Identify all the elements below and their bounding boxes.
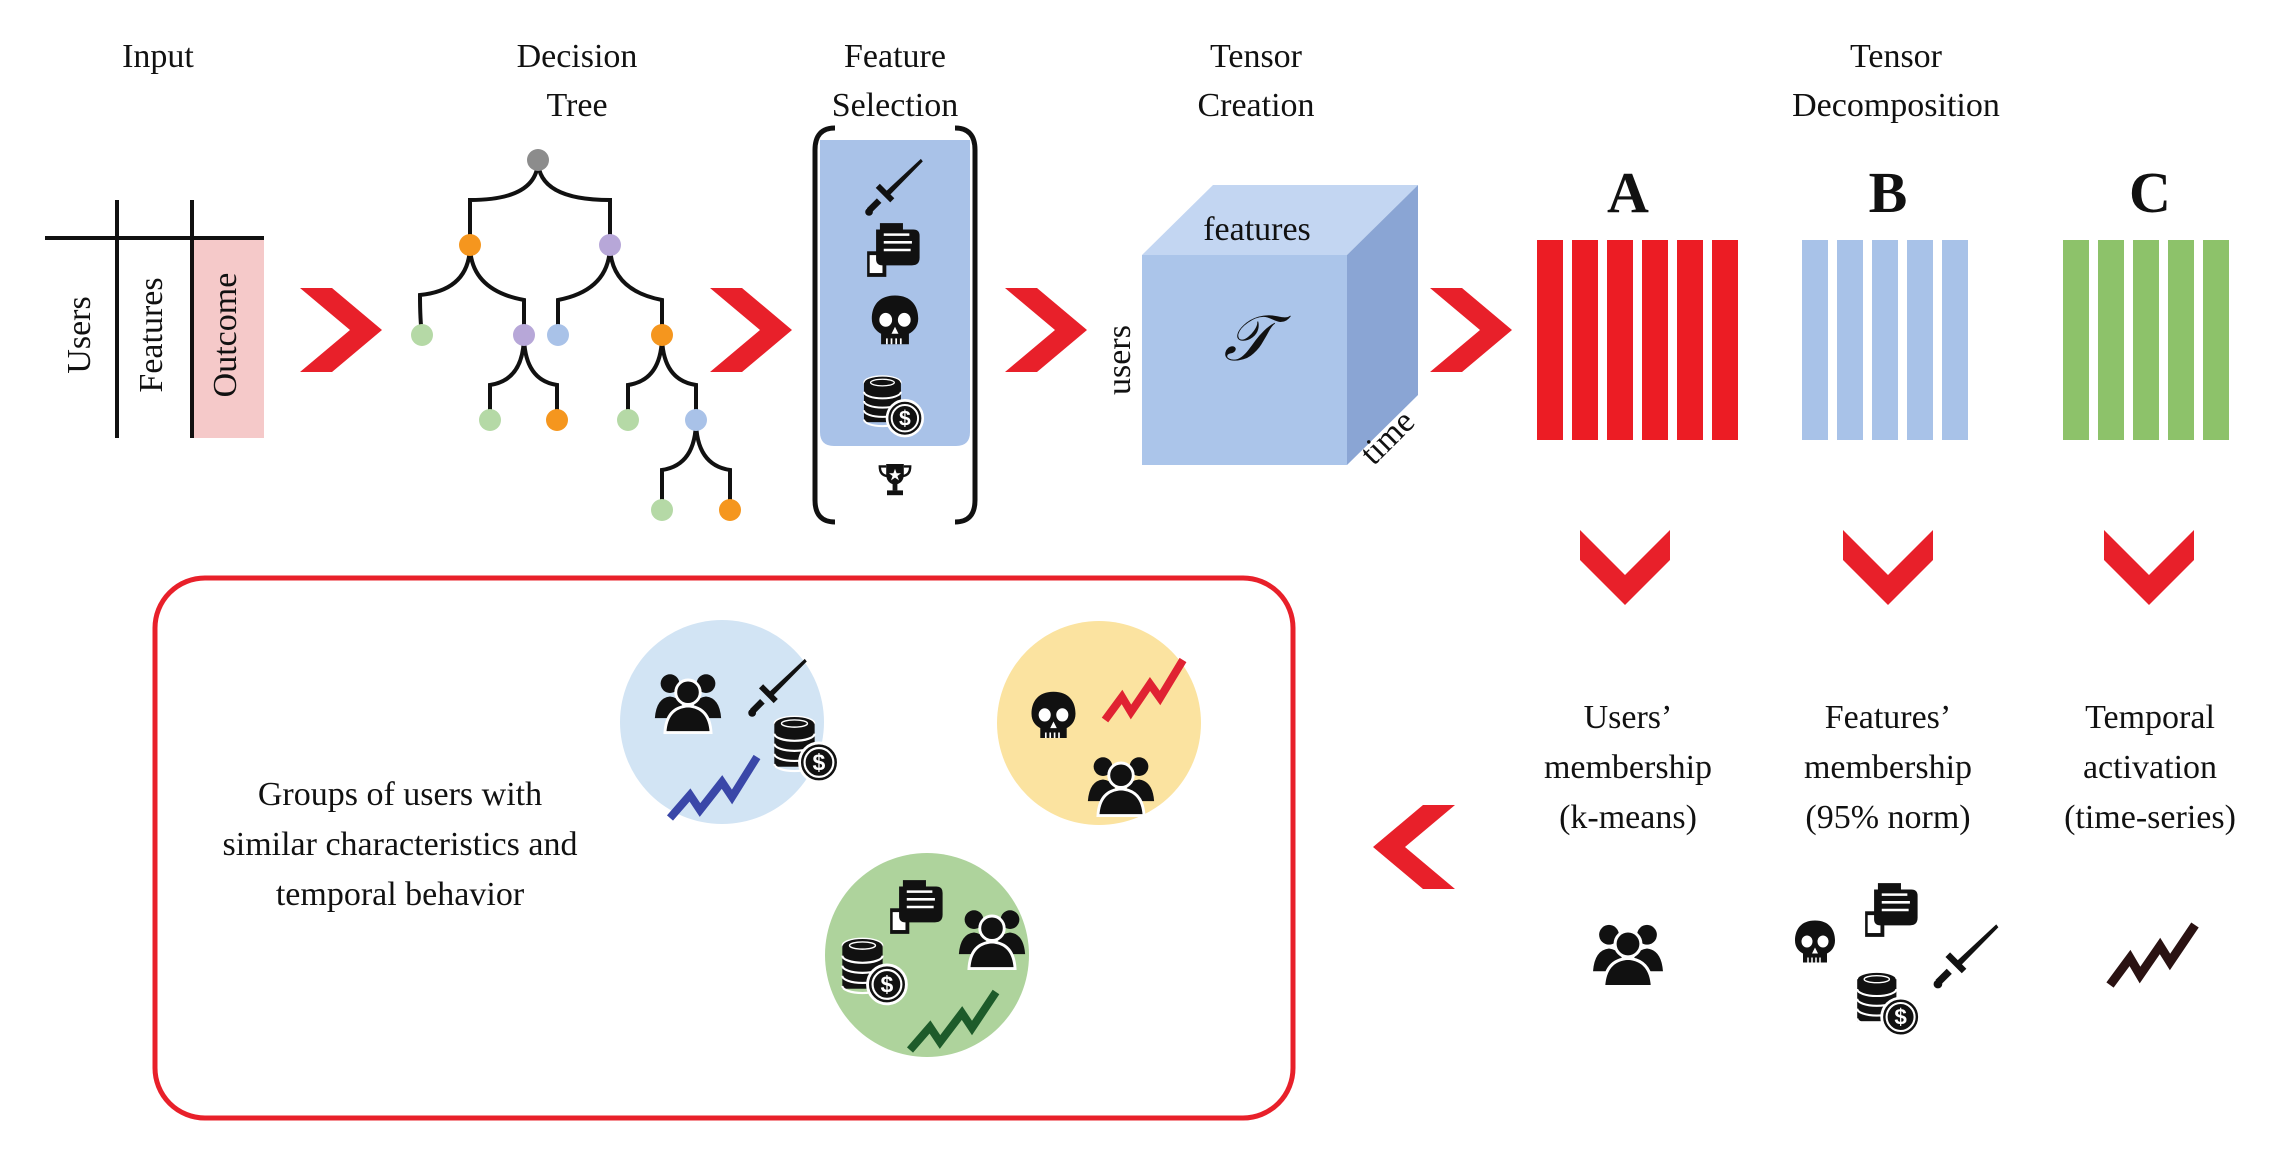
skull-icon (1794, 919, 1836, 964)
column-outcome: Outcome (207, 273, 244, 398)
header-tensor-decomposition-line1: Tensor (1850, 38, 1943, 75)
tree-node-root (527, 149, 549, 171)
cube-top-face (1142, 185, 1418, 255)
features-membership-line3: (95% norm) (1805, 799, 1970, 836)
result-text-line3: temporal behavior (276, 876, 525, 913)
factor-a-label: A (1607, 160, 1649, 225)
users-group-icon (957, 908, 1027, 970)
users-membership-line1: Users’ (1584, 699, 1673, 736)
factor-b-label: B (1869, 160, 1908, 225)
outcome-column-shade (192, 238, 264, 438)
sword-icon (1933, 924, 1999, 989)
factor-matrices: A B C (1537, 160, 2229, 440)
tree-node (719, 499, 741, 521)
arrow-right-4 (1430, 288, 1512, 372)
arrow-right-3 (1005, 288, 1087, 372)
cluster-yellow (997, 621, 1201, 825)
tree-node (651, 499, 673, 521)
result-box (152, 575, 1296, 1121)
header-feature-selection-line1: Feature (844, 38, 946, 75)
tree-nodes (411, 149, 741, 521)
right-brace (954, 125, 978, 525)
arrow-down-c (2104, 530, 2194, 605)
factor-c-label: C (2129, 160, 2171, 225)
arrow-right-1 (300, 288, 382, 372)
tree-node (546, 409, 568, 431)
header-tensor-creation-line2: Creation (1197, 87, 1314, 124)
arrow-down-b (1843, 530, 1933, 605)
users-membership-line2: membership (1544, 749, 1712, 786)
decision-tree (417, 159, 732, 510)
cube-label-features: features (1203, 211, 1311, 248)
tree-node (411, 324, 433, 346)
tree-node (479, 409, 501, 431)
arrow-right-2 (710, 288, 792, 372)
trend-line-icon (906, 989, 1000, 1053)
header-decision-tree-line2: Tree (546, 87, 607, 124)
header-feature-selection-line2: Selection (832, 87, 959, 124)
tree-node (651, 324, 673, 346)
trend-line-icon (2106, 922, 2199, 988)
users-group-icon (1591, 923, 1665, 988)
header-tensor-decomposition-line2: Decomposition (1792, 87, 2000, 124)
input-table: Users Features Outcome (45, 200, 264, 438)
arrow-left (1373, 805, 1455, 889)
cluster-blue (620, 620, 840, 824)
features-membership-line2: membership (1804, 749, 1972, 786)
tree-node (599, 234, 621, 256)
factor-c-matrix (2063, 240, 2229, 440)
factor-b-matrix (1802, 240, 1968, 440)
column-users: Users (61, 296, 98, 373)
fist-money-icon (1863, 881, 1919, 939)
tree-node (459, 234, 481, 256)
result-text-line2: similar characteristics and (223, 826, 578, 863)
tree-node (617, 409, 639, 431)
tree-node (513, 324, 535, 346)
cluster-green (825, 853, 1029, 1057)
selected-features-panel (820, 140, 970, 446)
cluster-yellow-circle (997, 621, 1201, 825)
header-decision-tree-line1: Decision (517, 38, 638, 75)
tree-node (685, 409, 707, 431)
cube-label-users: users (1101, 325, 1138, 395)
left-brace (812, 125, 836, 525)
cube-front-face (1142, 255, 1347, 465)
users-membership-line3: (k-means) (1559, 799, 1697, 836)
tree-node (547, 324, 569, 346)
temporal-activation-line2: activation (2083, 749, 2217, 786)
arrow-down-a (1580, 530, 1670, 605)
users-group-icon (1086, 755, 1156, 817)
feature-selection-box (812, 125, 978, 525)
cluster-green-circle (825, 853, 1029, 1057)
column-features: Features (133, 277, 170, 392)
factor-a-matrix (1537, 240, 1738, 440)
result-text-line1: Groups of users with (258, 776, 542, 813)
header-tensor-creation-line1: Tensor (1210, 38, 1303, 75)
cube-side-face (1347, 185, 1418, 465)
tensor-cube: features users time 𝒯 (1101, 185, 1422, 472)
trophy-icon (878, 462, 912, 497)
trend-line-icon (1101, 657, 1187, 723)
temporal-activation-line3: (time-series) (2064, 799, 2236, 836)
users-group-icon (653, 672, 723, 734)
coins-icon (1855, 970, 1921, 1038)
trend-line-icon (666, 754, 761, 821)
features-membership-line1: Features’ (1825, 699, 1952, 736)
cluster-blue-circle (620, 620, 824, 824)
temporal-activation-line1: Temporal (2085, 699, 2215, 736)
header-input: Input (122, 38, 194, 75)
